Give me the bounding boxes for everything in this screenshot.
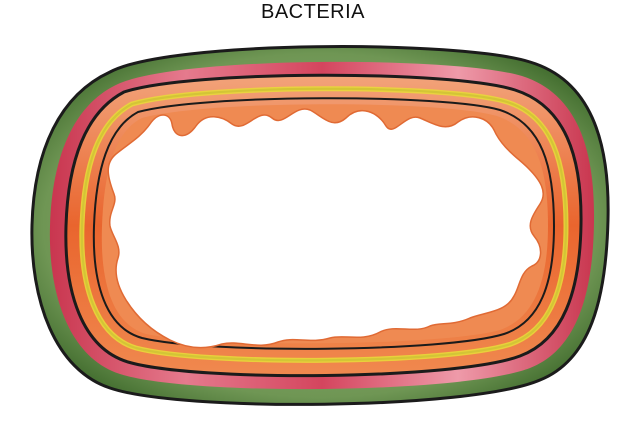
yellow-band-inner-line xyxy=(92,97,556,350)
cell-interior xyxy=(107,108,544,349)
yellow-band-fill xyxy=(79,86,569,363)
diagram-title: BACTERIA xyxy=(260,1,366,23)
